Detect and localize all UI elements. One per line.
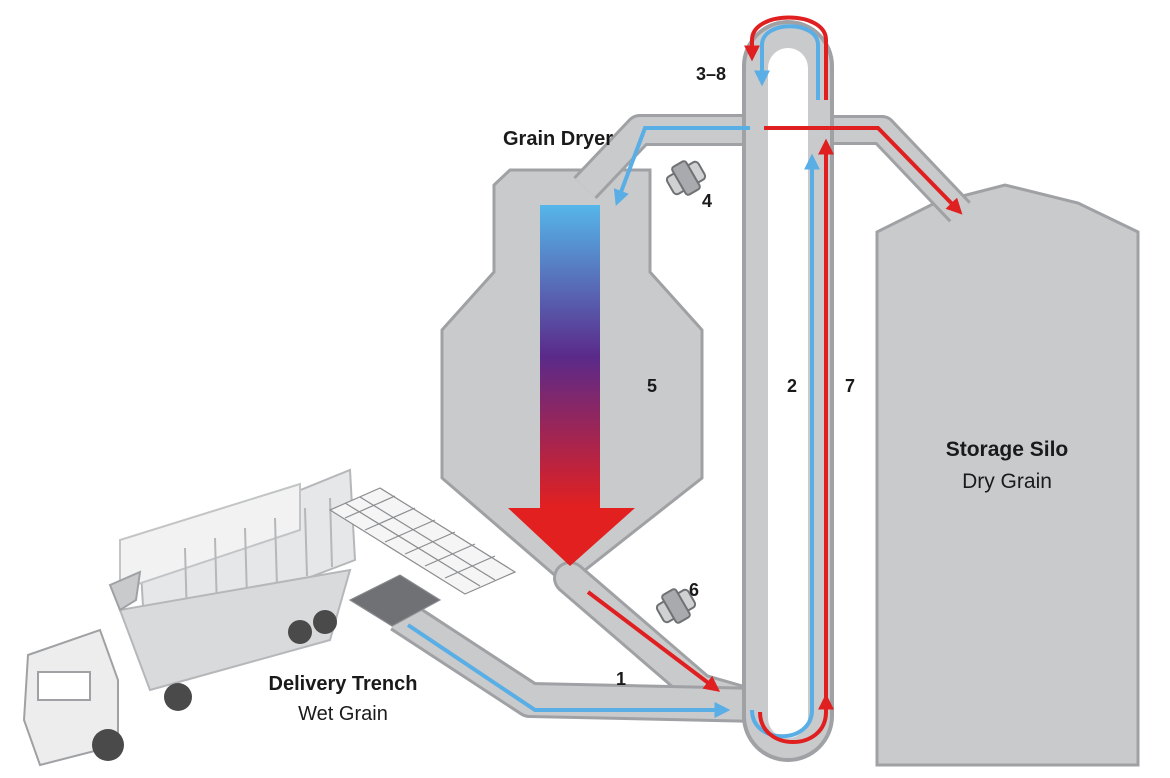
step-3-8-label: 3–8 [696, 64, 726, 84]
delivery-trench-label: Delivery Trench [269, 673, 418, 695]
dry-grain-flow [586, 15, 963, 744]
step-6-label: 6 [689, 580, 699, 600]
storage-silo-label: Storage Silo [946, 438, 1069, 461]
step-7-label: 7 [845, 376, 855, 396]
step-5-label: 5 [647, 376, 657, 396]
drying-gradient-arrow [508, 205, 635, 566]
storage-silo-sublabel: Dry Grain [962, 470, 1052, 493]
fan-icon-6 [655, 588, 697, 624]
truck-icon [22, 468, 357, 767]
step-2-label: 2 [787, 376, 797, 396]
delivery-trench-sublabel: Wet Grain [298, 703, 388, 725]
wet-grain-flow [406, 24, 820, 739]
step-1-label: 1 [616, 669, 626, 689]
grate-icon [328, 487, 517, 627]
fan-icon-4 [665, 160, 707, 196]
step-4-label: 4 [702, 191, 712, 211]
grain-dryer-label: Grain Dryer [503, 128, 613, 150]
